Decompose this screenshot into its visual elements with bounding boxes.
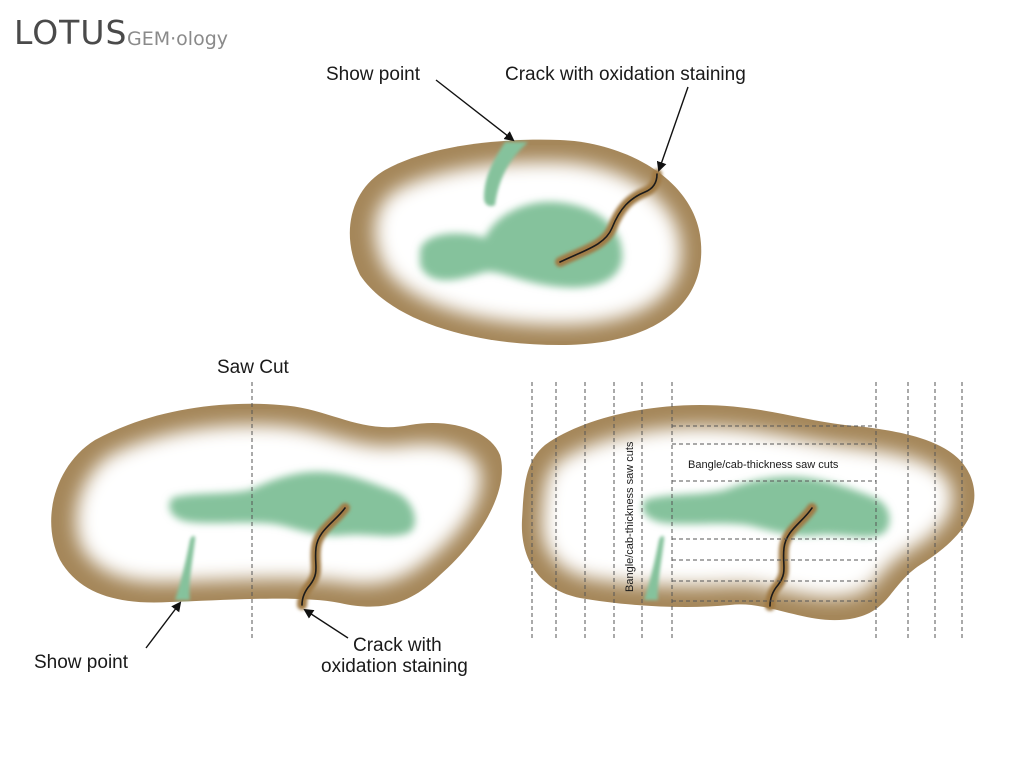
saw-cut-label: Saw Cut bbox=[217, 357, 290, 378]
left-boulder bbox=[51, 403, 502, 610]
horizontal-cuts-label: Bangle/cab-thickness saw cuts bbox=[688, 459, 839, 471]
left-show-point-arrow bbox=[145, 601, 182, 649]
top-boulder bbox=[349, 139, 702, 345]
right-boulder bbox=[521, 405, 975, 621]
left-crack-arrow bbox=[303, 608, 349, 639]
right-jade-body bbox=[642, 476, 890, 537]
top-crack-arrow bbox=[656, 86, 689, 172]
left-crack-label-line1: Crack with bbox=[353, 635, 442, 656]
top-crack bbox=[559, 173, 658, 263]
right-show-point-vein bbox=[644, 535, 665, 600]
right-horizontal-saw-cuts bbox=[672, 425, 876, 602]
logo: LOTUS GEM·ology bbox=[14, 13, 228, 52]
left-jade-body bbox=[169, 471, 415, 536]
logo-sub-text: GEM·ology bbox=[127, 28, 228, 50]
top-crack-label: Crack with oxidation staining bbox=[505, 64, 746, 85]
left-crack bbox=[301, 507, 346, 606]
top-show-point-vein bbox=[484, 142, 528, 207]
top-show-point-label: Show point bbox=[326, 64, 421, 85]
right-vertical-saw-cuts bbox=[531, 382, 963, 638]
logo-main-text: LOTUS bbox=[14, 13, 127, 52]
top-jade-body bbox=[420, 201, 623, 288]
top-show-point-arrow bbox=[435, 79, 515, 142]
left-show-point-label: Show point bbox=[34, 652, 129, 673]
left-show-point-vein bbox=[175, 535, 196, 600]
right-crack bbox=[769, 507, 813, 607]
left-crack-label-line2: oxidation staining bbox=[321, 656, 468, 677]
vertical-cuts-label: Bangle/cab-thickness saw cuts bbox=[624, 441, 636, 592]
